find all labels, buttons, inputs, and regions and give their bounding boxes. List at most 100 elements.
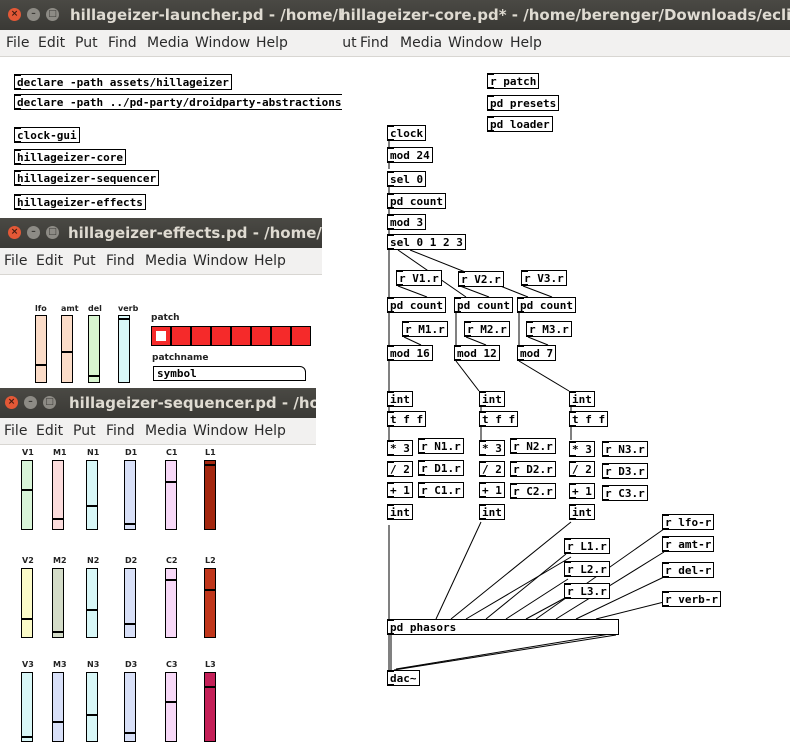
menu-edit[interactable]: Edit: [36, 423, 64, 439]
seq-slider-V1[interactable]: [21, 460, 33, 530]
slider-knob[interactable]: [87, 714, 97, 716]
obj-sel-0123[interactable]: sel 0 1 2 3: [387, 234, 466, 250]
slider-knob[interactable]: [166, 579, 176, 581]
seq-slider-N1[interactable]: [86, 460, 98, 530]
seq-slider-M1[interactable]: [52, 460, 64, 530]
minimize-icon[interactable]: –: [27, 8, 40, 21]
menu-file[interactable]: File: [4, 423, 28, 439]
menu-file[interactable]: File: [4, 253, 28, 269]
obj-r-l1[interactable]: r L1.r: [564, 538, 610, 554]
close-icon[interactable]: ×: [8, 226, 21, 239]
patch-radio-cell[interactable]: [291, 326, 311, 346]
slider-knob[interactable]: [87, 609, 97, 611]
menu-edit[interactable]: Edit: [38, 35, 66, 51]
obj-add-2[interactable]: + 1: [479, 482, 505, 498]
slider-knob[interactable]: [166, 481, 176, 483]
slider-knob[interactable]: [22, 618, 32, 620]
slider-knob[interactable]: [53, 631, 63, 633]
seq-slider-V3[interactable]: [21, 672, 33, 742]
hillageizer-effects-obj[interactable]: hillageizer-effects: [14, 194, 146, 210]
obj-dac[interactable]: dac~: [387, 670, 420, 686]
obj-pd-presets[interactable]: pd presets: [487, 95, 560, 111]
slider-knob[interactable]: [89, 375, 99, 377]
patch-radio-cell[interactable]: [251, 326, 271, 346]
obj-add-3[interactable]: + 1: [569, 483, 595, 499]
close-icon[interactable]: ×: [8, 8, 21, 21]
obj-r-m3[interactable]: r M3.r: [526, 321, 572, 337]
menu-media[interactable]: Media: [147, 35, 190, 51]
patch-radio-cell[interactable]: [271, 326, 291, 346]
seq-slider-N2[interactable]: [86, 568, 98, 638]
obj-mod-24[interactable]: mod 24: [387, 147, 433, 163]
obj-int-b1[interactable]: int: [387, 504, 413, 520]
obj-r-lfo[interactable]: r lfo-r: [662, 514, 715, 530]
slider-knob[interactable]: [62, 351, 72, 353]
obj-mul-1[interactable]: * 3: [387, 440, 413, 456]
obj-r-v3[interactable]: r V3.r: [521, 270, 567, 286]
slider-knob[interactable]: [36, 364, 46, 366]
slider-knob[interactable]: [125, 732, 135, 734]
menu-window[interactable]: Window: [193, 423, 249, 439]
obj-div-3[interactable]: / 2: [569, 461, 595, 477]
core-menu-find[interactable]: Find: [360, 35, 389, 51]
obj-r-d3[interactable]: r D3.r: [602, 463, 648, 479]
obj-int-3[interactable]: int: [569, 391, 595, 407]
slider-knob[interactable]: [22, 736, 32, 738]
slider-knob[interactable]: [205, 464, 215, 466]
seq-slider-L3[interactable]: [204, 672, 216, 742]
obj-r-n3[interactable]: r N3.r: [602, 441, 648, 457]
obj-pd-count-3[interactable]: pd count: [517, 297, 576, 313]
obj-mul-3[interactable]: * 3: [569, 441, 595, 457]
obj-pd-phasors[interactable]: pd phasors: [387, 619, 619, 635]
menu-window[interactable]: Window: [193, 253, 249, 269]
obj-tff-2[interactable]: t f f: [479, 411, 519, 427]
seq-slider-D1[interactable]: [124, 460, 136, 530]
patchname-symbol[interactable]: symbol: [153, 366, 306, 381]
obj-r-l3[interactable]: r L3.r: [564, 583, 610, 599]
obj-clock[interactable]: clock: [387, 125, 427, 141]
obj-mod-3[interactable]: mod 3: [387, 214, 427, 230]
fx-slider-del[interactable]: [88, 315, 100, 383]
effects-titlebar[interactable]: × – □ hillageizer-effects.pd - /home/ber: [0, 218, 322, 248]
fx-slider-amt[interactable]: [61, 315, 73, 383]
launcher-titlebar[interactable]: × – □ hillageizer-launcher.pd - /home/be…: [0, 0, 342, 30]
obj-sel-0[interactable]: sel 0: [387, 171, 427, 187]
obj-r-c2[interactable]: r C2.r: [510, 483, 556, 499]
slider-knob[interactable]: [87, 505, 97, 507]
obj-pd-count-1[interactable]: pd count: [387, 297, 446, 313]
declare-assets[interactable]: declare -path assets/hillageizer: [14, 74, 232, 90]
patch-radio-cell[interactable]: [171, 326, 191, 346]
declare-abstractions[interactable]: declare -path ../pd-party/droidparty-abs…: [14, 94, 342, 110]
menu-find[interactable]: Find: [106, 253, 135, 269]
obj-r-v1[interactable]: r V1.r: [396, 270, 442, 286]
patch-radio-cell[interactable]: [211, 326, 231, 346]
core-menu-media[interactable]: Media: [400, 35, 443, 51]
menu-window[interactable]: Window: [195, 35, 251, 51]
obj-r-c1[interactable]: r C1.r: [418, 482, 464, 498]
sequencer-titlebar[interactable]: × – □ hillageizer-sequencer.pd - /home: [0, 388, 316, 418]
menu-find[interactable]: Find: [108, 35, 137, 51]
menu-media[interactable]: Media: [145, 423, 188, 439]
slider-knob[interactable]: [205, 589, 215, 591]
slider-knob[interactable]: [125, 523, 135, 525]
obj-add-1[interactable]: + 1: [387, 482, 413, 498]
patch-radio-cell[interactable]: [151, 326, 171, 346]
obj-r-c3[interactable]: r C3.r: [602, 485, 648, 501]
obj-r-v2[interactable]: r V2.r: [458, 271, 504, 287]
menu-help[interactable]: Help: [256, 35, 288, 51]
slider-knob[interactable]: [125, 623, 135, 625]
obj-pd-count-main[interactable]: pd count: [387, 193, 446, 209]
seq-slider-C1[interactable]: [165, 460, 177, 530]
minimize-icon[interactable]: –: [24, 396, 37, 409]
menu-put[interactable]: Put: [73, 423, 96, 439]
obj-int-b2[interactable]: int: [479, 504, 505, 520]
obj-tff-3[interactable]: t f f: [569, 411, 609, 427]
slider-knob[interactable]: [53, 518, 63, 520]
obj-mod-12[interactable]: mod 12: [454, 345, 500, 361]
core-menu-window[interactable]: Window: [448, 35, 504, 51]
obj-r-patch[interactable]: r patch: [487, 73, 540, 89]
launcher-canvas[interactable]: declare -path assets/hillageizer declare…: [0, 57, 342, 228]
obj-r-l2[interactable]: r L2.r: [564, 561, 610, 577]
maximize-icon[interactable]: □: [46, 8, 59, 21]
